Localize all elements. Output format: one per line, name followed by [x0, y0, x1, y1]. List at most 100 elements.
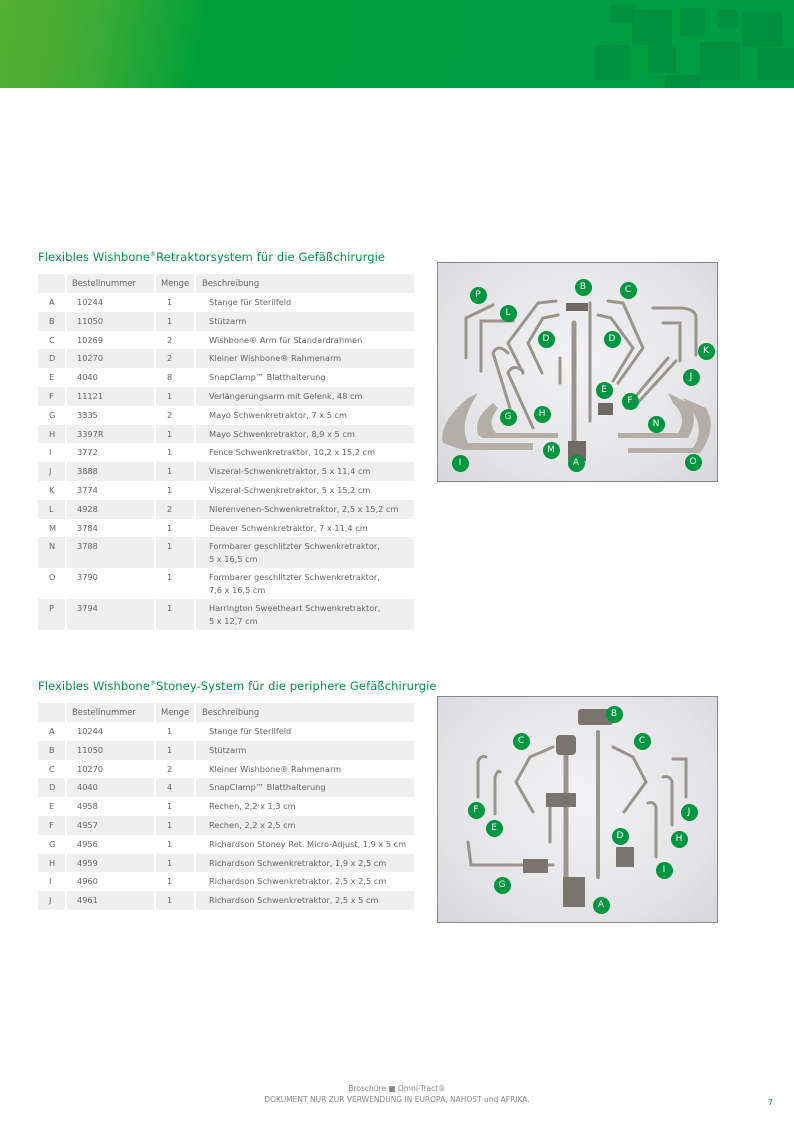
cell-number: 3788 [67, 537, 156, 569]
cell-letter: A [38, 293, 67, 312]
photo-callout-label: G [499, 408, 517, 426]
column-header: Menge [156, 274, 196, 293]
cell-number: 4958 [67, 797, 156, 816]
header-banner [0, 0, 794, 88]
cell-letter: C [38, 759, 67, 779]
title-text: Flexibles Wishbone [38, 250, 150, 264]
column-header [38, 274, 67, 293]
cell-desc: Mayo Schwenkretraktor, 7 x 5 cm [196, 405, 416, 425]
cell-qty: 1 [156, 518, 196, 538]
cell-qty: 1 [156, 891, 196, 910]
cell-desc: Harrington Sweetheart Schwenkretraktor,5… [196, 599, 416, 631]
photo-callout-label: M [542, 441, 560, 459]
cell-number: 4956 [67, 834, 156, 854]
cell-number: 3772 [67, 443, 156, 463]
cell-desc: SnapClamp™ Blatthalterung [196, 368, 416, 387]
photo-callout-label: F [621, 392, 639, 410]
cell-letter: L [38, 499, 67, 519]
cell-letter: F [38, 815, 67, 835]
column-header: Menge [156, 703, 196, 722]
cell-qty: 1 [156, 797, 196, 816]
cell-letter: J [38, 462, 67, 481]
photo-callout-label: C [619, 281, 637, 299]
instruments-illustration [442, 299, 711, 461]
column-header: Bestellnummer [67, 274, 156, 293]
cell-qty: 2 [156, 499, 196, 519]
page-number: 7 [768, 1098, 774, 1107]
cell-letter: O [38, 568, 67, 600]
photo-callout-label: P [469, 286, 487, 304]
cell-number: 3784 [67, 518, 156, 538]
instruments-illustration [466, 709, 688, 907]
cell-letter: J [38, 891, 67, 910]
cell-letter: C [38, 330, 67, 350]
cell-letter: G [38, 405, 67, 425]
cell-desc: Richardson Schwenkretraktor, 2,5 x 2,5 c… [196, 872, 416, 892]
cell-desc: Fence Schwenkretraktor, 10,2 x 15,2 cm [196, 443, 416, 463]
cell-letter: H [38, 853, 67, 873]
photo-callout-label: I [655, 861, 673, 879]
photo-callout-label: O [684, 453, 702, 471]
cell-number: 4960 [67, 872, 156, 892]
photo-callout-label: A [592, 896, 610, 914]
column-header: Beschreibung [196, 703, 416, 722]
cell-qty: 1 [156, 386, 196, 406]
cell-qty: 1 [156, 480, 196, 500]
cell-desc: Richardson Schwenkretraktor, 2,5 x 5 cm [196, 891, 416, 910]
cell-desc: Rechen, 2,2 x 1,3 cm [196, 797, 416, 816]
cell-desc: Viszeral-Schwenkretraktor, 5 x 11,4 cm [196, 462, 416, 481]
cell-letter: G [38, 834, 67, 854]
cell-qty: 2 [156, 330, 196, 350]
cell-qty: 1 [156, 537, 196, 569]
cell-number: 4957 [67, 815, 156, 835]
photo-callout-label: A [567, 454, 585, 472]
photo-callout-label: B [605, 705, 623, 723]
column-header [38, 703, 67, 722]
cell-desc: Formbarer geschlitzter Schwenkretraktor,… [196, 568, 416, 600]
cell-qty: 1 [156, 872, 196, 892]
cell-qty: 1 [156, 599, 196, 631]
registered-mark: ® [150, 680, 157, 688]
cell-letter: P [38, 599, 67, 631]
photo-callout-label: D [611, 827, 629, 845]
cell-number: 4040 [67, 778, 156, 798]
cell-desc: Wishbone® Arm für Standardrahmen [196, 330, 416, 350]
section-title-retractor-system: Flexibles Wishbone®Retraktorsystem für d… [38, 250, 385, 264]
photo-callout-label: H [533, 405, 551, 423]
cell-qty: 8 [156, 368, 196, 387]
photo-callout-label: D [603, 330, 621, 348]
cell-letter: D [38, 778, 67, 798]
cell-qty: 1 [156, 311, 196, 331]
cell-desc: SnapClamp™ Blatthalterung [196, 778, 416, 798]
cell-number: 3397R [67, 424, 156, 444]
cell-number: 3790 [67, 568, 156, 600]
section-title-stoney-system: Flexibles Wishbone®Stoney-System für die… [38, 679, 437, 693]
cell-number: 10244 [67, 722, 156, 741]
cell-desc: Mayo Schwenkretraktor, 8,9 x 5 cm [196, 424, 416, 444]
cell-qty: 1 [156, 568, 196, 600]
cell-desc: Stützarm [196, 740, 416, 760]
cell-number: 4961 [67, 891, 156, 910]
cell-letter: B [38, 740, 67, 760]
cell-desc: Richardson Schwenkretraktor, 1,9 x 2,5 c… [196, 853, 416, 873]
cell-letter: D [38, 349, 67, 369]
cell-desc: Kleiner Wishbone® Rahmenarm [196, 349, 416, 369]
